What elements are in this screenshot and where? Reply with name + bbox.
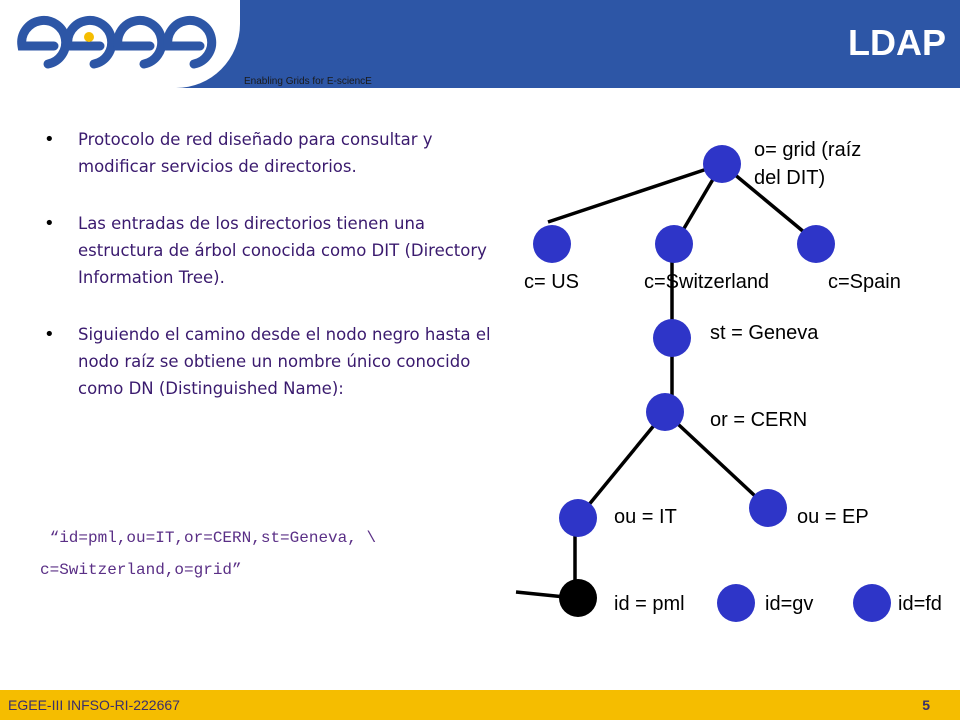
label-pml: id = pml [614,593,685,615]
slide-title: LDAP [848,22,946,63]
label-spain: c=Spain [828,271,901,293]
label-us: c= US [524,271,579,293]
tagline: Enabling Grids for E-sciencE [244,76,372,87]
node-root [703,145,741,183]
bullet-item: • Las entradas de los directorios tienen … [44,210,514,291]
edge-cern-it [576,410,667,520]
edge-cern-ep [663,410,770,510]
node-us [533,225,571,263]
edge-root-spain [720,162,818,244]
node-fd [853,584,891,622]
label-root-line1: o= grid (raíz [754,139,861,161]
bullet-item: • Protocolo de red diseñado para consulta… [44,126,514,180]
node-switzerland [655,225,693,263]
tree-labels: o= grid (raíz del DIT) c= US c=Switzerla… [524,139,942,615]
footer-project-id: EGEE-III INFSO-RI-222667 [8,697,180,713]
node-ep [749,489,787,527]
bullet-text: Siguiendo el camino desde el nodo negro … [78,325,491,398]
bullet-text: Protocolo de red diseñado para consultar… [78,130,433,176]
page-number: 5 [922,697,930,713]
node-cern [646,393,684,431]
label-switzerland: c=Switzerland [644,271,769,293]
label-cern: or = CERN [710,409,807,431]
slide-footer: EGEE-III INFSO-RI-222667 5 [0,690,960,720]
bullet-item: • Siguiendo el camino desde el nodo negro… [44,321,514,402]
node-spain [797,225,835,263]
bullet-dot-icon: • [44,213,55,234]
bullet-dot-icon: • [44,324,55,345]
bullet-dot-icon: • [44,129,55,150]
label-gv: id=gv [765,593,813,615]
label-root-line2: del DIT) [754,167,825,189]
egee-logo-icon [17,15,217,69]
dn-line: c=Switzerland,o=grid” [40,561,242,579]
label-fd: id=fd [898,593,942,615]
bullet-list: • Protocolo de red diseñado para consulta… [44,126,514,432]
bullet-text: Las entradas de los directorios tienen u… [78,214,487,287]
label-it: ou = IT [614,506,677,528]
node-geneva [653,319,691,357]
node-pml-target [559,579,597,617]
dn-line: “id=pml,ou=IT,or=CERN,st=Geneva, \ [40,529,377,547]
label-ep: ou = EP [797,506,869,528]
tree-nodes [533,145,891,622]
node-it [559,499,597,537]
node-gv [717,584,755,622]
dn-example: “id=pml,ou=IT,or=CERN,st=Geneva, \ c=Swit… [40,522,510,586]
logo-area [0,0,240,88]
edge-root-us [547,162,723,224]
label-geneva: st = Geneva [710,322,819,344]
slide-header: Enabling Grids for E-sciencE LDAP [0,0,960,88]
